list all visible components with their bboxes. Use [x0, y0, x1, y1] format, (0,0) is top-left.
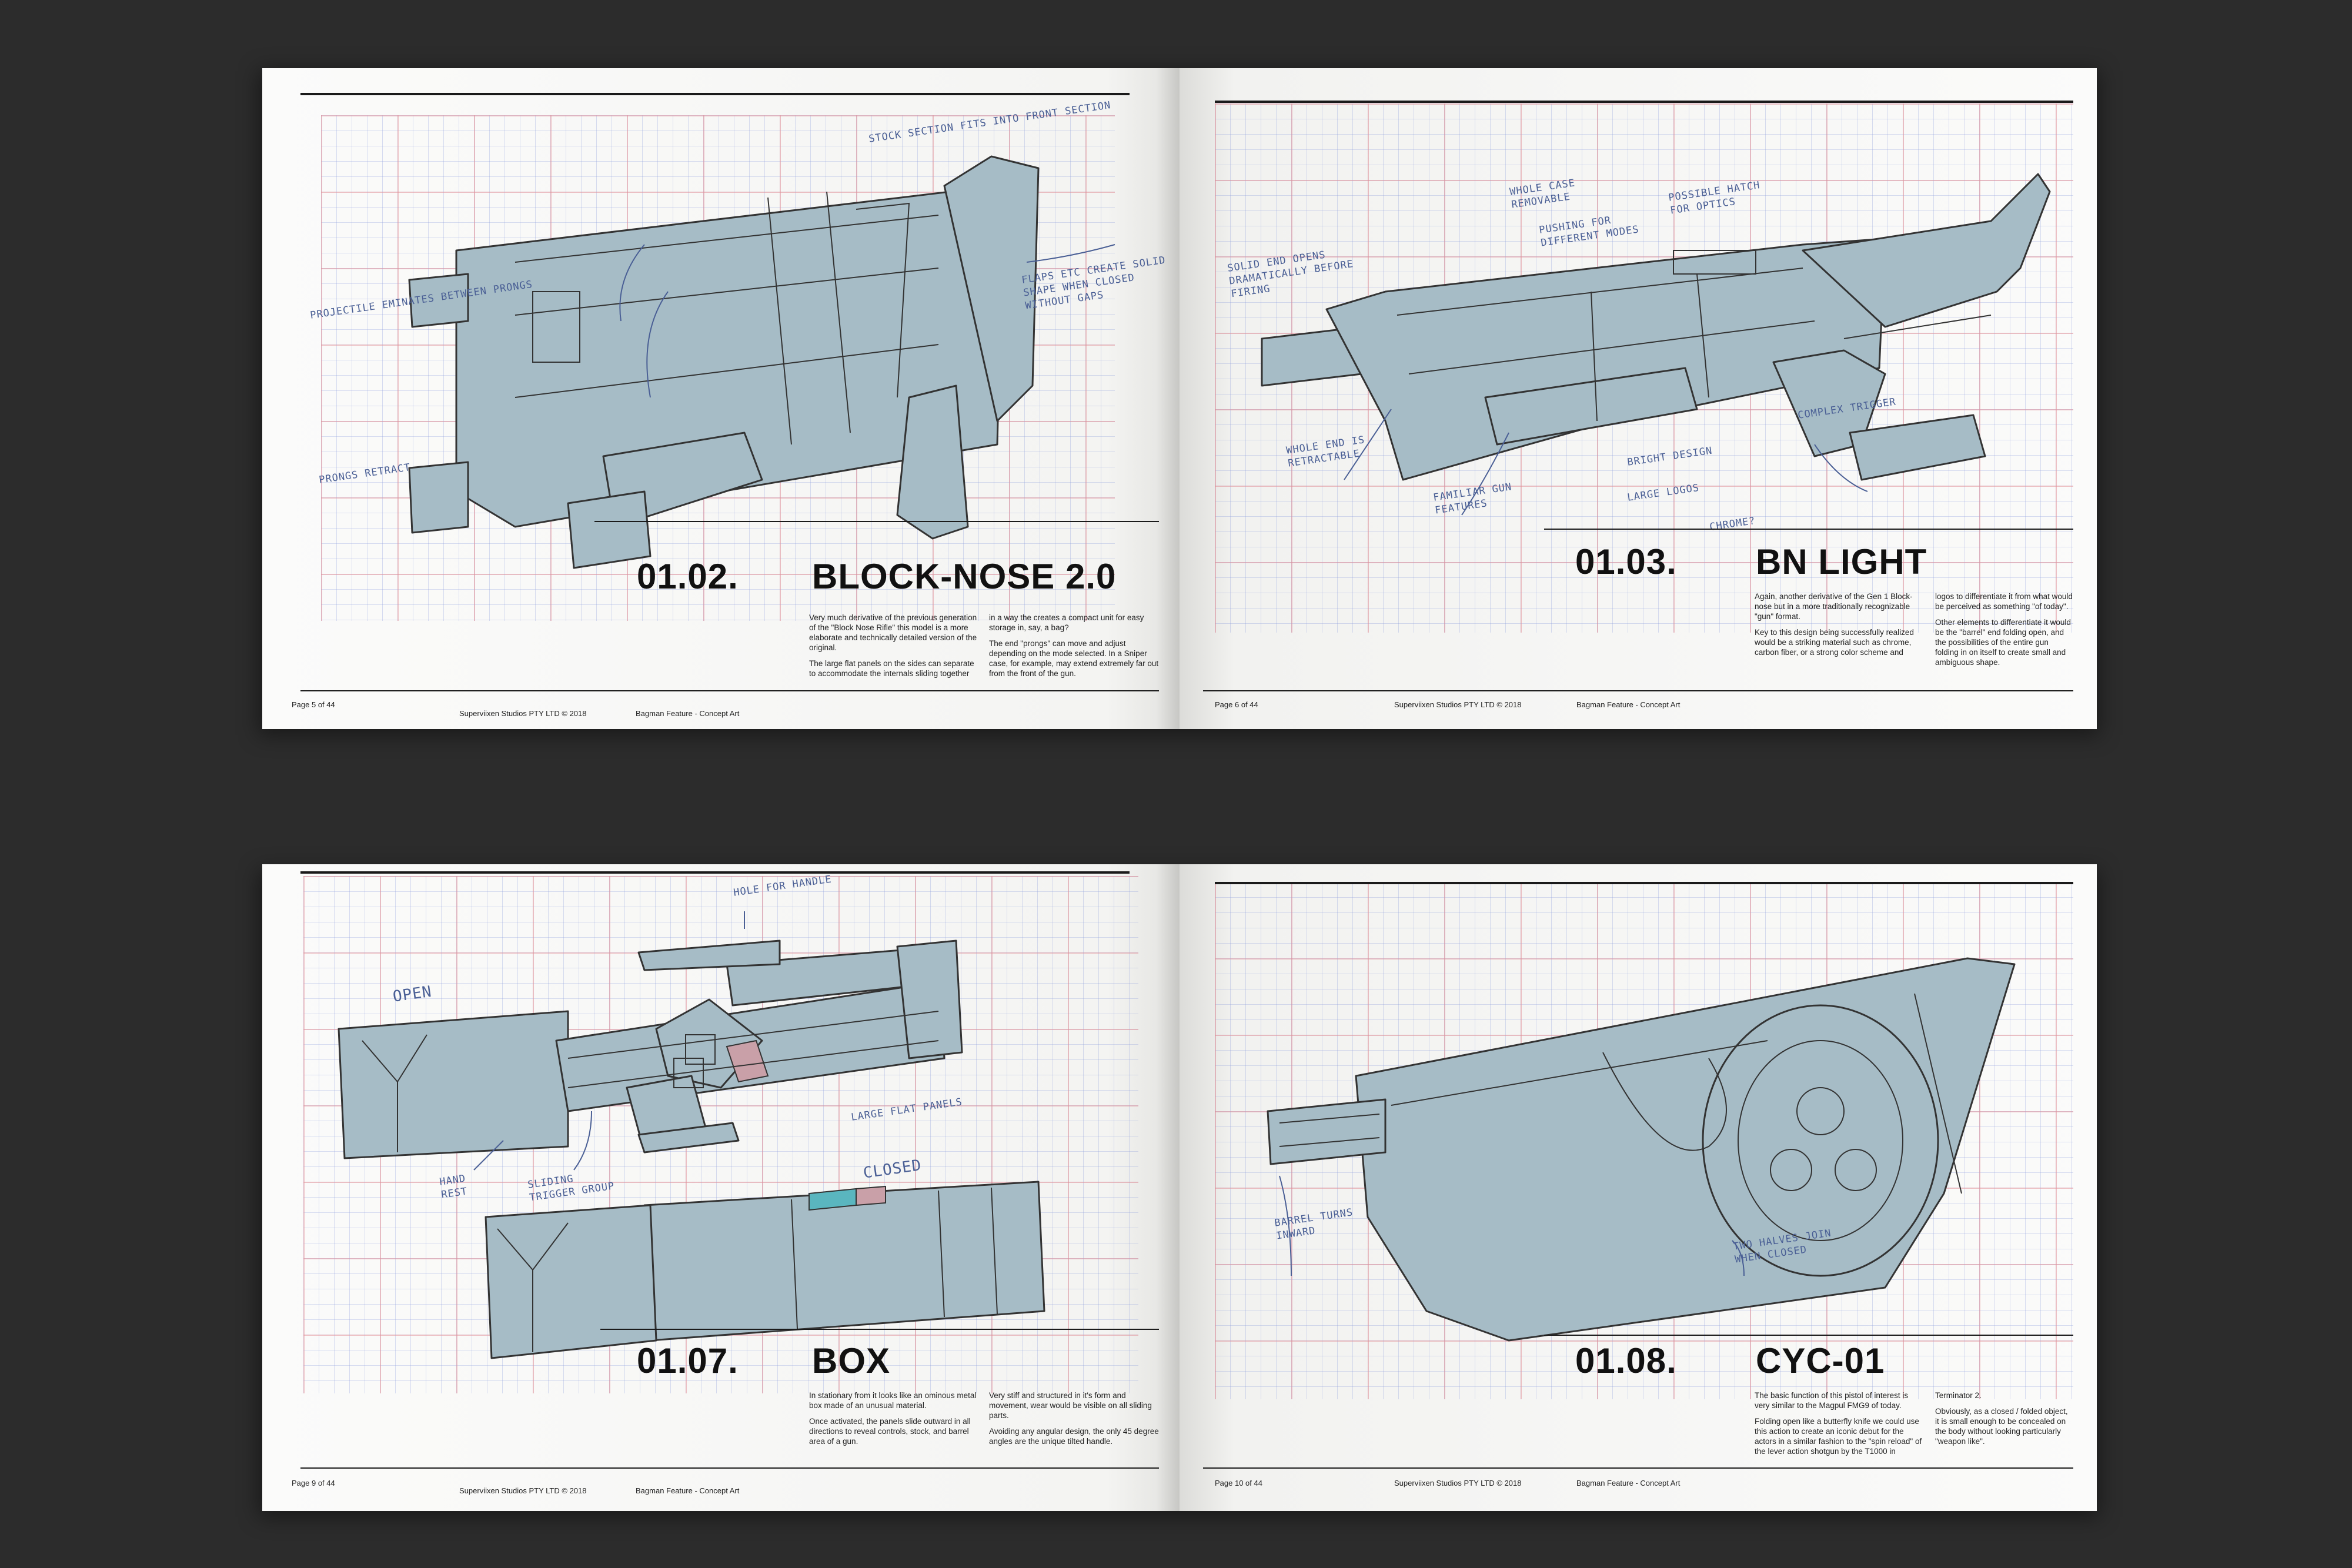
paragraph: The end "prongs" can move and adjust dep…: [989, 639, 1159, 678]
body-column-2: in a way the creates a compact unit for …: [989, 613, 1160, 684]
box-open-sketch: [338, 911, 1045, 1359]
section-number: 01.08.: [1575, 1341, 1677, 1380]
paragraph: Terminator 2.: [1935, 1391, 1982, 1400]
page-10: BARREL TURNS INWARD TWO HALVES JOIN WHEN…: [1180, 864, 2097, 1511]
body-column-2: Very stiff and structured in it's form a…: [989, 1390, 1160, 1452]
footer-page: Page 9 of 44: [292, 1479, 335, 1487]
title-rule: [1544, 529, 2073, 530]
footer-rule: [300, 690, 1159, 691]
paragraph: logos to differentiate it from what woul…: [1935, 592, 2073, 611]
paragraph: Once activated, the panels slide outward…: [809, 1417, 971, 1446]
footer-studio: Superviixen Studios PTY LTD © 2018: [459, 1486, 587, 1495]
section-title: BLOCK-NOSE 2.0: [812, 557, 1117, 596]
title-rule: [600, 1329, 1159, 1330]
title-rule: [594, 521, 1159, 522]
paragraph: Obviously, as a closed / folded object, …: [1935, 1407, 2068, 1446]
footer-studio: Superviixen Studios PTY LTD © 2018: [1394, 1479, 1522, 1487]
paragraph: Avoiding any angular design, the only 45…: [989, 1427, 1159, 1446]
footer-project: Bagman Feature - Concept Art: [636, 709, 740, 718]
paragraph: Again, another derivative of the Gen 1 B…: [1755, 592, 1913, 621]
page-9: HOLE FOR HANDLE OPEN LARGE FLAT PANELS C…: [262, 864, 1180, 1511]
footer-studio: Superviixen Studios PTY LTD © 2018: [1394, 700, 1522, 709]
top-rule: [300, 871, 1130, 874]
paragraph: The large flat panels on the sides can s…: [809, 659, 974, 678]
paragraph: Other elements to differentiate it would…: [1935, 618, 2071, 667]
paragraph: The basic function of this pistol of int…: [1755, 1391, 1909, 1410]
footer-project: Bagman Feature - Concept Art: [1576, 700, 1681, 709]
footer-project: Bagman Feature - Concept Art: [636, 1486, 740, 1495]
section-number: 01.02.: [637, 557, 739, 596]
cyc-01-sketch: [1267, 957, 2016, 1342]
paragraph: Very stiff and structured in it's form a…: [989, 1391, 1152, 1420]
page-gutter-shade: [1156, 864, 1180, 1511]
page-5: STOCK SECTION FITS INTO FRONT SECTION PR…: [262, 68, 1180, 729]
page-6: SOLID END OPENS DRAMATICALLY BEFORE FIRI…: [1180, 68, 2097, 729]
footer-page: Page 6 of 44: [1215, 700, 1258, 709]
body-column-1: The basic function of this pistol of int…: [1755, 1390, 1925, 1462]
section-number: 01.07.: [637, 1341, 739, 1380]
footer-rule: [1203, 1467, 2073, 1469]
title-rule: [1544, 1335, 2073, 1336]
footer-page: Page 5 of 44: [292, 700, 335, 709]
section-title: CYC-01: [1756, 1341, 1885, 1380]
section-title: BOX: [812, 1341, 891, 1380]
footer-rule: [1203, 690, 2073, 691]
paragraph: in a way the creates a compact unit for …: [989, 613, 1144, 632]
section-number: 01.03.: [1575, 542, 1677, 581]
paragraph: Very much derivative of the previous gen…: [809, 613, 977, 652]
top-rule: [300, 93, 1130, 95]
block-nose-sketch: [408, 155, 1115, 569]
section-title: BN LIGHT: [1756, 542, 1927, 581]
body-column-1: In stationary from it looks like an omin…: [809, 1390, 980, 1452]
body-column-2: logos to differentiate it from what woul…: [1935, 591, 2073, 673]
body-column-1: Very much derivative of the previous gen…: [809, 613, 980, 684]
top-rule: [1215, 101, 2073, 103]
bn-light-sketch: [1261, 173, 2051, 516]
paragraph: Folding open like a butterfly knife we c…: [1755, 1417, 1922, 1456]
footer-project: Bagman Feature - Concept Art: [1576, 1479, 1681, 1487]
footer-page: Page 10 of 44: [1215, 1479, 1262, 1487]
top-rule: [1215, 882, 2073, 884]
body-column-1: Again, another derivative of the Gen 1 B…: [1755, 591, 1925, 663]
body-column-2: Terminator 2. Obviously, as a closed / f…: [1935, 1390, 2073, 1452]
paragraph: In stationary from it looks like an omin…: [809, 1391, 977, 1410]
footer-rule: [300, 1467, 1159, 1469]
paragraph: Key to this design being successfully re…: [1755, 628, 1914, 657]
page-gutter-shade: [1156, 68, 1180, 729]
footer-studio: Superviixen Studios PTY LTD © 2018: [459, 709, 587, 718]
